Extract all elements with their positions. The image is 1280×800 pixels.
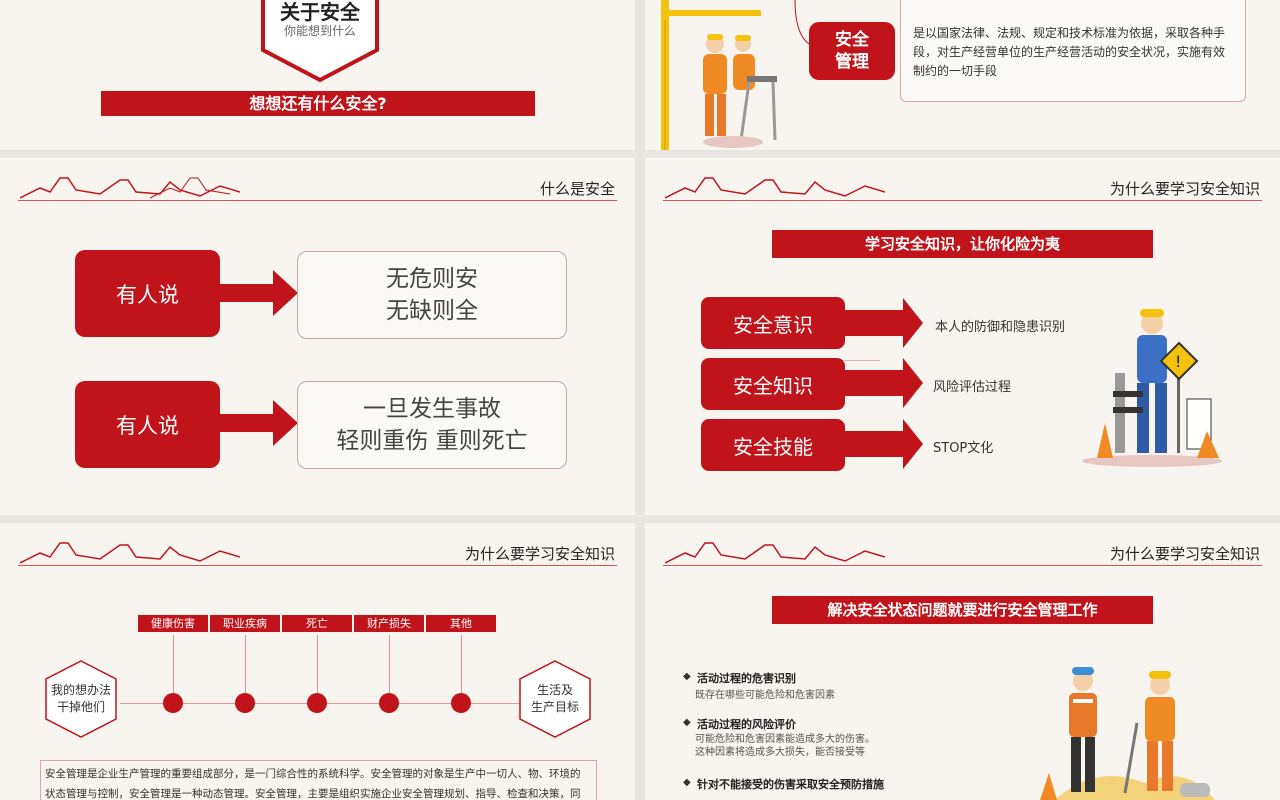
slide-2[interactable]: 安全 管理 是以国家法律、法规、规定和技术标准为依据，采取各种手段，对生产经营单… xyxy=(645,0,1280,150)
connector xyxy=(389,635,390,693)
step-3-title: 针对不能接受的伤害采取安全预防措施 xyxy=(697,778,884,791)
step-2-desc-line-1: 可能危险和危害因素能造成多大的伤害。 xyxy=(695,734,875,745)
tag-other: 其他 xyxy=(426,615,496,632)
someone-says-box-1: 有人说 xyxy=(75,250,220,337)
slide-header: 什么是安全 xyxy=(539,180,615,198)
great-wall-icon xyxy=(20,177,240,199)
diamond-bullet-icon: ◆ xyxy=(683,671,691,682)
banner: 想想还有什么安全? xyxy=(101,91,535,116)
paragraph-line-2: 状态管理与控制，安全管理是一种动态管理。安全管理，主要是组织实施企业安全管理规划… xyxy=(45,788,581,800)
connector xyxy=(461,635,462,693)
great-wall-icon xyxy=(20,542,240,564)
construction-workers-illustration xyxy=(661,0,777,150)
banner: 解决安全状态问题就要进行安全管理工作 xyxy=(772,596,1153,624)
banner: 学习安全知识，让你化险为夷 xyxy=(772,230,1153,258)
someone-says-box-2: 有人说 xyxy=(75,381,220,468)
svg-text:!: ! xyxy=(1175,352,1181,371)
step-1-desc: 既存在哪些可能危险和危害因素 xyxy=(695,690,835,701)
tag-death: 死亡 xyxy=(282,615,352,632)
connector xyxy=(317,635,318,693)
slide-1[interactable]: 关于安全 你能想到什么 想想还有什么安全? xyxy=(0,0,635,150)
arrow-right-icon xyxy=(843,358,923,408)
left-hexagon xyxy=(45,660,117,738)
tag-property-loss: 财产损失 xyxy=(354,615,424,632)
paragraph-text: 安全管理是企业生产管理的重要组成部分，是一门综合性的系统科学。安全管理的对象是生… xyxy=(45,764,593,800)
right-hex-line-1: 生活及 xyxy=(536,683,573,697)
step-1-title: 活动过程的危害识别 xyxy=(697,672,796,685)
slide-header: 为什么要学习安全知识 xyxy=(464,545,615,563)
timeline-dot xyxy=(379,693,399,713)
left-hex-line-1: 我的想办法 xyxy=(50,683,111,697)
hex-title: 关于安全 xyxy=(280,0,360,24)
quote-box-1: 无危则安 无缺则全 xyxy=(297,251,567,339)
connector xyxy=(245,635,246,693)
arrow-right-icon xyxy=(218,270,298,316)
hex-subtitle: 你能想到什么 xyxy=(283,24,356,38)
timeline-dot xyxy=(235,693,255,713)
tag-health-harm: 健康伤害 xyxy=(138,615,208,632)
quote-2-line-1: 一旦发生事故 xyxy=(363,396,501,422)
diamond-bullet-icon: ◆ xyxy=(683,717,691,728)
arrow-right-icon xyxy=(218,400,298,446)
right-hex-line-2: 生产目标 xyxy=(530,700,579,714)
right-hexagon-text: 生活及 生产目标 xyxy=(518,659,592,739)
description-text: 是以国家法律、法规、规定和技术标准为依据，采取各种手段，对生产经营单位的生产经营… xyxy=(913,26,1226,78)
diamond-bullet-icon: ◆ xyxy=(683,777,691,788)
right-hexagon xyxy=(519,660,591,738)
arrow-right-icon xyxy=(843,298,923,348)
two-workers-illustration xyxy=(1040,667,1215,800)
slide-5[interactable]: 为什么要学习安全知识 健康伤害 职业疾病 死亡 财产损失 其他 我的想办法 干掉… xyxy=(0,523,635,800)
connector xyxy=(173,635,174,693)
tag-line-1: 安全 xyxy=(835,30,869,50)
header-rule xyxy=(18,200,617,201)
left-hex-line-2: 干掉他们 xyxy=(56,700,105,714)
header-rule xyxy=(663,200,1262,201)
quote-2-line-2: 轻则重伤 重则死亡 xyxy=(336,428,528,454)
header-rule xyxy=(18,565,617,566)
timeline-dot xyxy=(451,693,471,713)
item-awareness-desc: 本人的防御和隐患识别 xyxy=(935,320,1066,335)
arrow-right-icon xyxy=(843,419,923,469)
slide-6[interactable]: 为什么要学习安全知识 解决安全状态问题就要进行安全管理工作 ◆ 活动过程的危害识… xyxy=(645,523,1280,800)
quote-box-2: 一旦发生事故 轻则重伤 重则死亡 xyxy=(297,381,567,469)
slide-header: 为什么要学习安全知识 xyxy=(1109,180,1260,198)
slide-3[interactable]: 什么是安全 有人说 无危则安 无缺则全 有人说 一旦发生事故 轻则重伤 重则死亡 xyxy=(0,158,635,515)
left-hexagon-text: 我的想办法 干掉他们 xyxy=(44,659,118,739)
header-rule xyxy=(663,565,1262,566)
item-skills-desc: STOP文化 xyxy=(933,441,994,456)
worker-with-warning-sign-illustration: ! xyxy=(1082,309,1222,467)
tag-line-2: 管理 xyxy=(835,52,869,72)
description-box xyxy=(900,0,1246,102)
item-knowledge-desc: 风险评估过程 xyxy=(933,380,1012,395)
timeline-dot xyxy=(307,693,327,713)
great-wall-icon xyxy=(665,177,885,199)
slide-4[interactable]: 为什么要学习安全知识 学习安全知识，让你化险为夷 安全意识 本人的防御和隐患识别… xyxy=(645,158,1280,515)
paragraph-box xyxy=(40,760,597,800)
quote-1-line-2: 无缺则全 xyxy=(386,298,478,324)
paragraph-line-1: 安全管理是企业生产管理的重要组成部分，是一门综合性的系统科学。安全管理的对象是生… xyxy=(45,768,581,780)
item-awareness: 安全意识 xyxy=(701,297,845,349)
step-2-desc-line-2: 这种因素将造成多大损失，能否接受等 xyxy=(695,747,865,758)
hexagon-frame xyxy=(261,0,379,83)
quote-1-line-1: 无危则安 xyxy=(386,266,478,292)
great-wall-icon xyxy=(665,542,885,564)
slide-header: 为什么要学习安全知识 xyxy=(1109,545,1260,563)
step-2-title: 活动过程的风险评价 xyxy=(697,718,796,731)
item-knowledge: 安全知识 xyxy=(701,358,845,410)
tag-safety-management: 安全 管理 xyxy=(809,22,895,80)
timeline-dot xyxy=(163,693,183,713)
tag-occupational-disease: 职业疾病 xyxy=(210,615,280,632)
item-skills: 安全技能 xyxy=(701,419,845,471)
